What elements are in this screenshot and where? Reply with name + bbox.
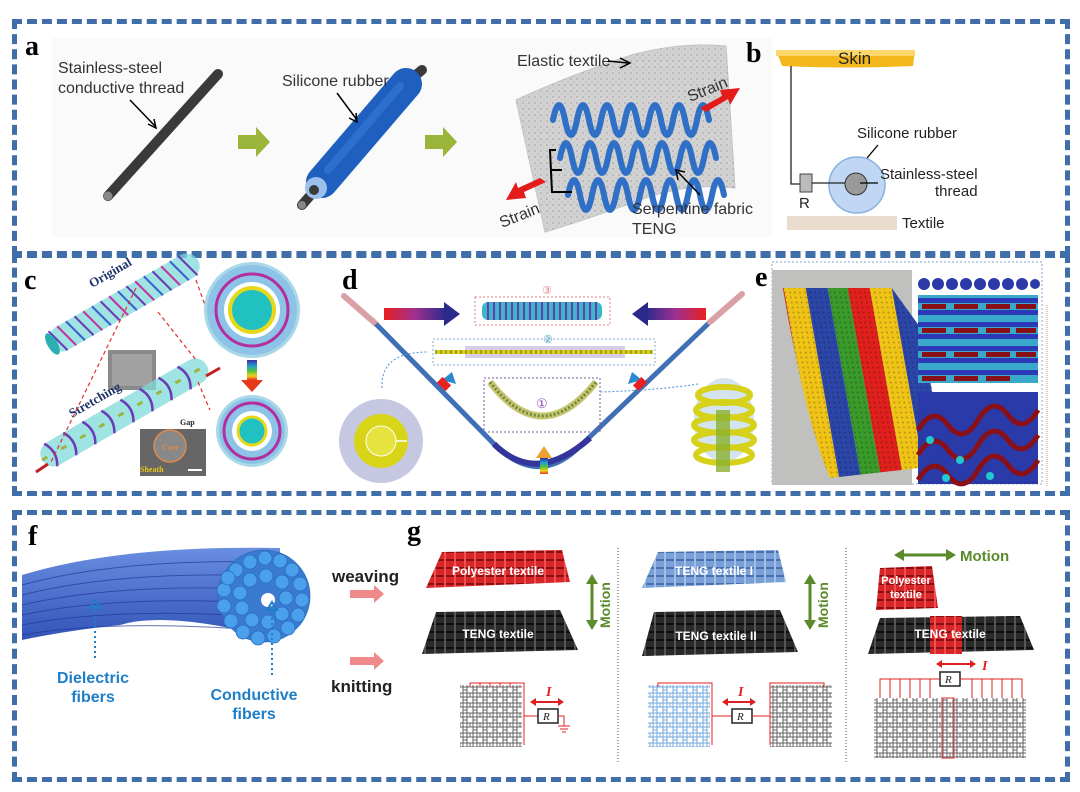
g2-current-label: I — [737, 685, 744, 700]
fiber-cross-section-icon — [339, 399, 423, 483]
knitting-arrow-icon — [350, 652, 384, 670]
weave-model-top — [918, 278, 1040, 383]
teng-label-line2: TENG — [632, 221, 676, 238]
thread-label-line1: Stainless-steel — [58, 60, 162, 77]
g1-resistor-label: R — [542, 711, 550, 723]
woven-grid-diagram-blue — [648, 685, 710, 747]
g3-top-label-line1: Polyester — [881, 575, 931, 587]
g2-resistor-label: R — [736, 711, 744, 723]
g1-motion-label: Motion — [597, 582, 613, 628]
process-arrow-icon — [425, 127, 457, 157]
rubber-label: Silicone rubber — [282, 73, 389, 90]
g2-top-label: TENG textile I — [675, 564, 753, 578]
woven-grid-diagram — [770, 685, 832, 747]
g3-bottom-label: TENG textile — [914, 627, 986, 641]
stage-2-label: ② — [543, 334, 553, 346]
polyester-textile-block — [876, 566, 938, 610]
panel-e-diagram — [771, 261, 1048, 487]
dielectric-label-line1: Dielectric — [57, 670, 129, 687]
compress-arrow-left-icon — [632, 302, 648, 326]
weaving-label: weaving — [331, 567, 399, 586]
sheath-label: Sheath — [140, 465, 164, 474]
g1-current-label: I — [545, 685, 552, 700]
fiber-bundle — [22, 547, 280, 640]
stage-3-label: ③ — [542, 285, 552, 297]
woven-grid-diagram — [460, 685, 522, 747]
elastic-textile-illustration — [515, 44, 736, 233]
panel-row-fg-border — [12, 510, 1070, 782]
b-thread-label-line1: Stainless-steel — [880, 166, 978, 183]
steel-thread-icon — [103, 69, 223, 201]
knitting-label: knitting — [331, 677, 392, 696]
teng-label-line1: Serpentine fabric — [632, 201, 753, 218]
panel-d-diagram: ③ ② ① — [339, 285, 757, 483]
g1-bottom-label: TENG textile — [462, 627, 534, 641]
process-arrow-icon — [238, 127, 270, 157]
b-rubber-label: Silicone rubber — [857, 125, 957, 142]
conductive-label-line1: Conductive — [210, 687, 297, 704]
g3-motion-label: Motion — [960, 548, 1009, 565]
cross-section-stretched — [216, 395, 288, 467]
panel-label-d: d — [342, 265, 358, 296]
panel-label-c: c — [24, 265, 37, 296]
b-textile-label: Textile — [902, 215, 945, 232]
strain-arrow-right-icon — [700, 88, 740, 112]
core-label: Core — [162, 443, 179, 452]
dielectric-label-line2: fibers — [71, 689, 115, 706]
thread-label-line2: conductive thread — [58, 80, 184, 97]
resistor-icon — [799, 173, 813, 193]
g1-top-label: Polyester textile — [452, 564, 544, 578]
gap-label: Gap — [180, 418, 195, 427]
g2-bottom-label: TENG textile II — [675, 629, 756, 643]
conductive-label-line2: fibers — [232, 706, 276, 723]
skin-label: Skin — [838, 49, 871, 68]
coated-thread-icon — [297, 65, 427, 210]
cross-section-original — [204, 262, 300, 358]
g3-resistor-label: R — [944, 674, 952, 686]
panel-c-diagram: Original Stretching Core Sheath Gap — [35, 253, 300, 476]
strain-arrow-left-icon — [506, 178, 546, 200]
compress-arrow-right-icon — [444, 302, 460, 326]
resistor-label: R — [799, 195, 810, 212]
g-column-1: Polyester textile TENG textile Motion R … — [422, 550, 613, 747]
panel-f-diagram: Dielectric fibers Conductive fibers weav… — [21, 547, 399, 723]
g3-current-label: I — [981, 659, 988, 674]
woven-grid-diagram — [874, 698, 1026, 758]
elastic-textile-label: Elastic textile — [517, 53, 610, 70]
weave-model-3d — [915, 392, 1041, 487]
weaving-arrow-icon — [350, 585, 384, 603]
panel-b-diagram: Skin R Silicone rubber Stainless-steel t… — [772, 38, 1052, 238]
fiber-bundle-end — [216, 549, 311, 646]
panel-label-f: f — [28, 521, 38, 552]
teng-textile-ii-sheet — [642, 610, 798, 656]
panel-label-a: a — [25, 31, 39, 62]
g2-motion-label: Motion — [815, 582, 831, 628]
transition-arrow-icon — [241, 380, 263, 392]
stage-1-label: ① — [536, 396, 548, 411]
g-column-2: TENG textile I TENG textile II Motion R … — [642, 550, 832, 747]
textile-layer — [787, 216, 897, 230]
teng-textile-i-sheet — [642, 550, 786, 588]
helical-coil-icon — [691, 378, 757, 472]
panel-label-b: b — [746, 38, 762, 69]
panel-label-g: g — [407, 516, 421, 547]
panel-row-cde-border — [12, 253, 1070, 496]
b-thread-label-line2: thread — [935, 183, 978, 200]
original-label: Original — [86, 254, 134, 291]
polyester-textile-sheet — [426, 550, 570, 588]
g3-top-label-line2: textile — [890, 589, 922, 601]
panel-g-diagram: Polyester textile TENG textile Motion R … — [422, 548, 1034, 762]
panel-a-diagram: Stainless-steel conductive thread Silico… — [52, 38, 772, 238]
g-column-3: Motion Polyester textile TENG textile I … — [868, 548, 1034, 759]
panel-label-e: e — [755, 262, 768, 293]
teng-textile-sheet — [422, 610, 578, 654]
ground-icon — [558, 725, 570, 733]
